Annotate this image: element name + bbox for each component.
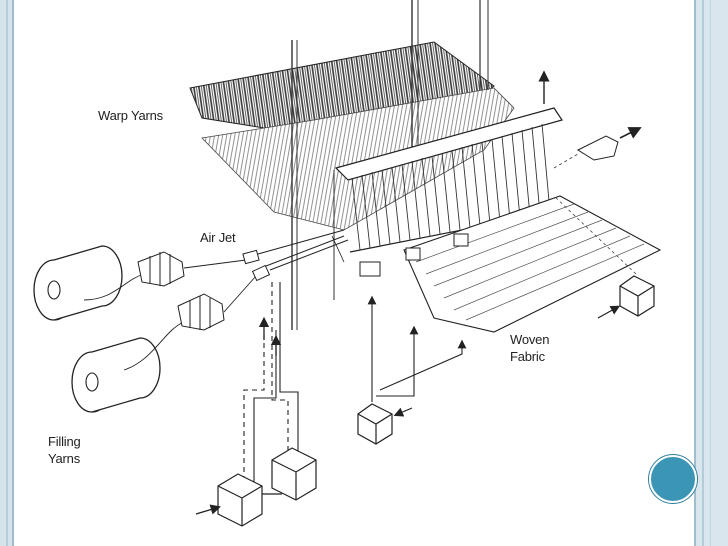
center-arrows	[367, 295, 467, 402]
slide-bullet-circle-icon	[649, 455, 697, 503]
fabric-lines	[415, 203, 645, 321]
left-frame-border	[0, 0, 14, 546]
control-box-center	[357, 403, 393, 445]
woven-fabric	[403, 195, 662, 333]
reed-wires	[351, 123, 551, 251]
label-woven-fabric: Woven Fabric	[510, 332, 550, 364]
right-frame-border	[694, 0, 728, 546]
relay-nozzle	[405, 247, 421, 261]
air-jet-loom-diagram: Warp Yarns Air Jet Woven Fabric Filling …	[14, 0, 694, 546]
yarn-feeder-2	[177, 293, 225, 331]
relay-nozzle	[453, 233, 469, 247]
yarn-feeder-1	[137, 251, 185, 287]
filling-yarn-package-1	[33, 245, 123, 321]
label-filling-yarns: Filling Yarns	[48, 434, 81, 466]
brake-unit	[359, 261, 381, 277]
loom-illustration	[33, 0, 662, 527]
air-valve-boxes	[217, 447, 317, 527]
filling-yarn-package-2	[71, 337, 161, 413]
label-air-jet: Air Jet	[200, 230, 236, 245]
reed-frame	[334, 107, 563, 181]
label-warp-yarns: Warp Yarns	[98, 108, 163, 123]
control-box-right	[619, 275, 655, 317]
suction-nozzle	[576, 135, 619, 161]
air-jet-nozzles	[242, 229, 349, 282]
